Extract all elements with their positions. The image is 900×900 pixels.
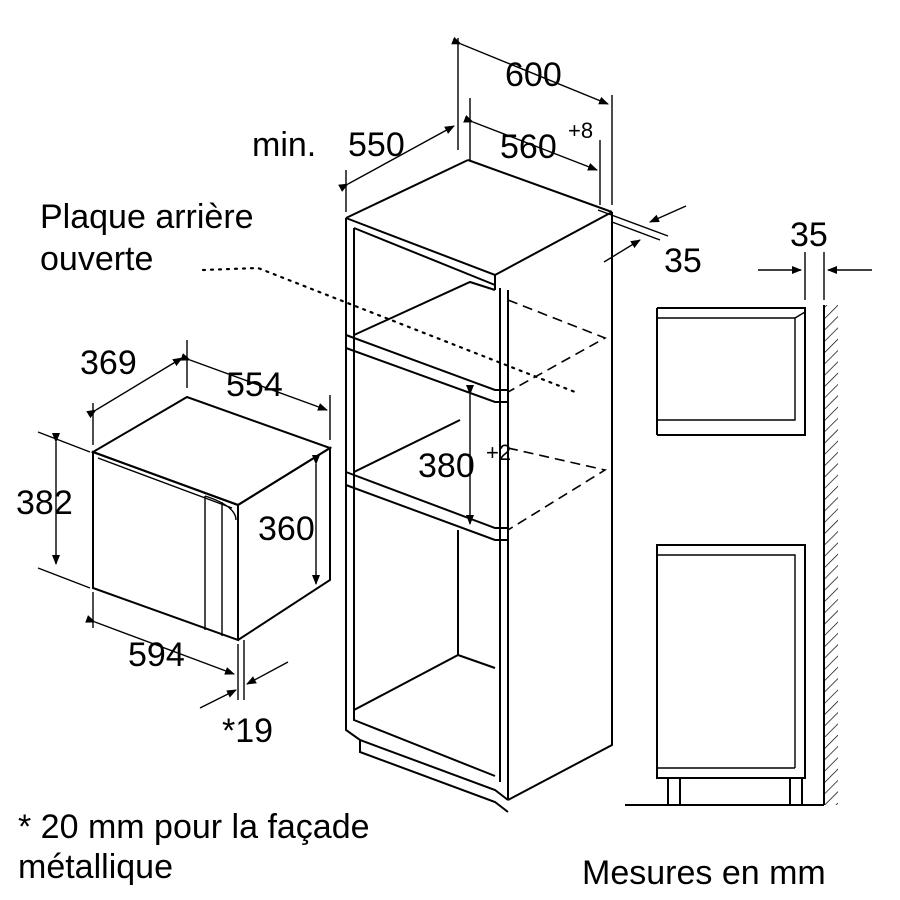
dim-19-label: *19 (222, 712, 273, 750)
dim-550-label: 550 (348, 126, 405, 164)
dim-min-prefix-label: min. (252, 126, 316, 164)
cabinet-dimension-lines (338, 36, 687, 525)
side-view-dimension-lines (758, 252, 872, 300)
dim-360-label: 360 (258, 510, 315, 548)
dim-554-label: 554 (226, 366, 283, 404)
footnote-line2: métallique (18, 848, 173, 886)
dim-back-gap-label: 35 (664, 242, 702, 280)
units-label: Mesures en mm (582, 854, 826, 892)
cabinet-drawing (345, 159, 613, 813)
dim-side-gap-label: 35 (790, 216, 828, 254)
dim-369-label: 369 (80, 344, 137, 382)
dim-382-label: 382 (16, 484, 73, 522)
microwave-drawing (90, 395, 333, 642)
dim-560-label: 560 (500, 128, 557, 166)
back-panel-label-line2: ouverte (40, 240, 153, 278)
dim-560-tolerance: +8 (568, 118, 593, 143)
dim-380-tolerance: +2 (486, 440, 511, 465)
dim-600-label: 600 (505, 56, 562, 94)
dim-380-label: 380 (418, 447, 475, 485)
side-view-drawing (625, 305, 838, 806)
footnote-line1: * 20 mm pour la façade (18, 808, 370, 846)
microwave-dimension-lines (37, 340, 331, 709)
cabinet-dashed-hidden-lines (201, 266, 608, 531)
dim-594-label: 594 (128, 636, 185, 674)
back-panel-label-line1: Plaque arrière (40, 198, 254, 236)
